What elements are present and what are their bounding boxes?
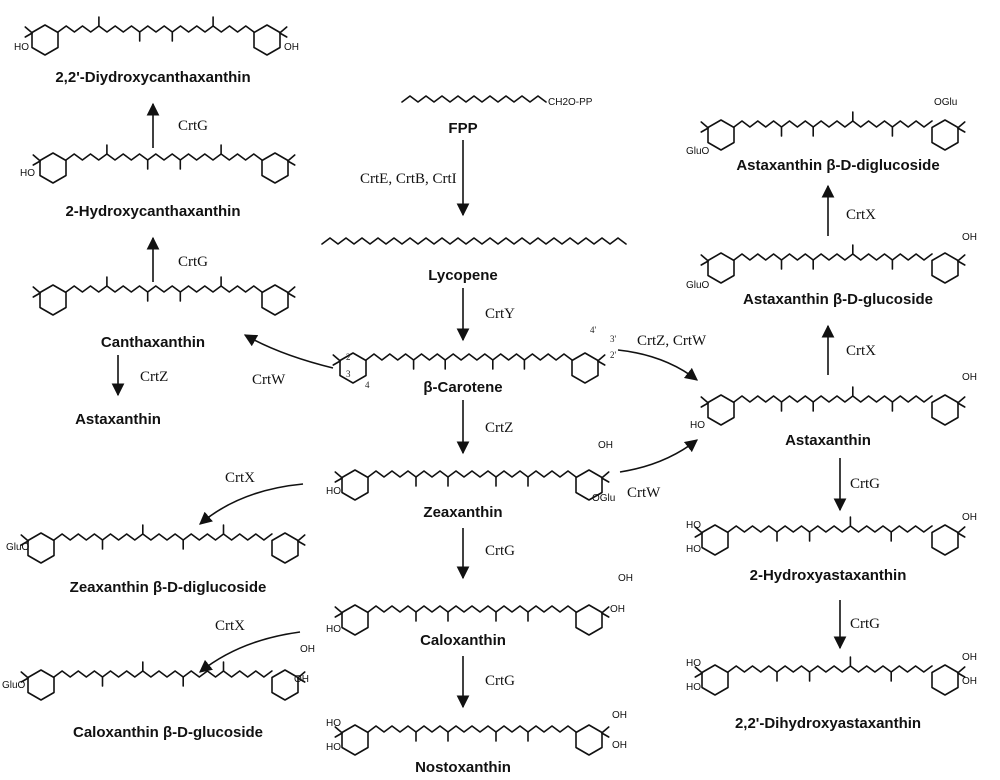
astaxanthin-diglucoside-structure	[700, 111, 966, 151]
enzyme-crtw: CrtW	[627, 485, 661, 501]
enzyme-crtw: CrtW	[252, 372, 286, 388]
label-ho: HO	[326, 718, 341, 729]
arrow-zeaxanthin-astaxanthin	[619, 439, 699, 473]
label-ho: HO	[20, 168, 35, 179]
label-oh: OH	[962, 232, 977, 243]
hydroxyastaxanthin-structure	[694, 516, 966, 556]
arrow-zeaxanthin-diglucoside	[199, 483, 304, 525]
beta-carotene-structure	[332, 352, 606, 384]
label-ho: HO	[326, 742, 341, 753]
compound-astaxanthin-diglucoside: Astaxanthin β-D-diglucoside	[736, 157, 939, 174]
label-ho: HO	[686, 520, 701, 531]
compound-fpp: FPP	[448, 120, 477, 137]
enzyme-crtg: CrtG	[178, 118, 208, 134]
label-ho: HO	[686, 682, 701, 693]
label-oglu: OGlu	[934, 97, 957, 108]
enzyme-labels: CrtE, CrtB, CrtI CrtY CrtZ CrtG CrtG Crt…	[140, 118, 880, 689]
enzyme-crtg: CrtG	[178, 254, 208, 270]
fpp-structure	[401, 95, 547, 103]
compound-beta-carotene: β-Carotene	[423, 379, 502, 396]
caloxanthin-glucoside-structure	[20, 661, 306, 701]
hydroxycanthaxanthin-structure	[32, 144, 296, 184]
zeaxanthin-diglucoside-structure	[20, 524, 306, 564]
caloxanthin-structure	[334, 604, 610, 636]
label-gluo: GluO	[686, 146, 710, 157]
compound-zeaxanthin-diglucoside: Zeaxanthin β-D-diglucoside	[70, 579, 267, 596]
enzyme-crtz: CrtZ	[485, 420, 513, 436]
compound-zeaxanthin: Zeaxanthin	[423, 504, 502, 521]
compound-hydroxyastaxanthin: 2-Hydroxyastaxanthin	[750, 567, 907, 584]
label-oh: OH	[598, 440, 613, 451]
compound-astaxanthin: Astaxanthin	[785, 432, 871, 449]
label-gluo: GluO	[6, 542, 30, 553]
enzyme-crtx: CrtX	[846, 207, 876, 223]
enzyme-crtx: CrtX	[215, 618, 245, 634]
structures	[321, 95, 627, 245]
label-oh: OH	[294, 674, 309, 685]
label-oh: OH	[612, 740, 627, 751]
ring-number: 4'	[590, 325, 597, 335]
arrows	[111, 102, 847, 709]
label-ho: HO	[686, 658, 701, 669]
ring-number: 3	[346, 369, 351, 379]
enzyme-crtg: CrtG	[850, 476, 880, 492]
carotenoid-structures	[20, 16, 966, 756]
zeaxanthin-structure	[334, 469, 610, 501]
label-gluo: GluO	[686, 280, 710, 291]
astaxanthin-glucoside-structure	[700, 244, 966, 284]
ring-number: 4	[365, 380, 370, 390]
compound-nostoxanthin: Nostoxanthin	[415, 759, 511, 776]
compound-caloxanthin-glucoside: Caloxanthin β-D-glucoside	[73, 724, 263, 741]
label-oh: OH	[962, 512, 977, 523]
label-oh: OH	[610, 604, 625, 615]
dihydroxycanthaxanthin-structure	[24, 16, 288, 56]
label-ho: HO	[14, 42, 29, 53]
enzyme-crty: CrtY	[485, 306, 515, 322]
arrow-caloxanthin-glucoside	[199, 631, 301, 673]
arrow-betacarotene-astaxanthin	[617, 349, 699, 381]
enzyme-crtg: CrtG	[850, 616, 880, 632]
label-ho: HO	[690, 420, 705, 431]
label-oh: OH	[618, 573, 633, 584]
nostoxanthin-structure	[334, 724, 610, 756]
label-oh: OH	[962, 372, 977, 383]
label-oh: OH	[284, 42, 299, 53]
compound-dihydroxyastaxanthin: 2,2'-Dihydroxyastaxanthin	[735, 715, 921, 732]
ring-number: 2'	[610, 350, 617, 360]
lycopene-structure	[321, 237, 627, 245]
dihydroxyastaxanthin-structure	[694, 656, 966, 696]
ring-number: 2	[346, 352, 351, 362]
atom-labels: CH2O-PP OH HO HO OGlu GluO OH GluO OH HO…	[2, 42, 977, 753]
compound-dihydroxycanthaxanthin: 2,2'-Diydroxycanthaxanthin	[55, 69, 250, 86]
enzyme-crtg: CrtG	[485, 543, 515, 559]
compound-labels: FPP Lycopene β-Carotene Zeaxanthin Calox…	[55, 69, 939, 776]
astaxanthin-structure	[700, 386, 966, 426]
enzyme-crtz: CrtZ	[140, 369, 168, 385]
compound-lycopene: Lycopene	[428, 267, 497, 284]
compound-caloxanthin: Caloxanthin	[420, 632, 506, 649]
enzyme-crtg: CrtG	[485, 673, 515, 689]
compound-canthaxanthin: Canthaxanthin	[101, 334, 205, 351]
label-oh: OH	[962, 652, 977, 663]
canthaxanthin-structure	[32, 276, 296, 316]
compound-hydroxycanthaxanthin: 2-Hydroxycanthaxanthin	[65, 203, 240, 220]
label-oh: OH	[300, 644, 315, 655]
label-oh: OH	[612, 710, 627, 721]
label-oh: OH	[962, 676, 977, 687]
enzyme-crtz-crtw: CrtZ, CrtW	[637, 333, 707, 349]
ring-number: 3'	[610, 334, 617, 344]
label-ho: HO	[686, 544, 701, 555]
label-ho: HO	[326, 486, 341, 497]
label-gluo: GluO	[2, 680, 26, 691]
label-oglu: OGlu	[592, 493, 615, 504]
label-ho: HO	[326, 624, 341, 635]
enzyme-crtx: CrtX	[846, 343, 876, 359]
arrow-betacarotene-canthaxanthin	[243, 334, 334, 369]
compound-astaxanthin-left: Astaxanthin	[75, 411, 161, 428]
compound-astaxanthin-glucoside: Astaxanthin β-D-glucoside	[743, 291, 933, 308]
enzyme-crtx: CrtX	[225, 470, 255, 486]
enzyme-crt-ebi: CrtE, CrtB, CrtI	[360, 171, 457, 187]
fpp-ch2opp: CH2O-PP	[548, 97, 593, 108]
